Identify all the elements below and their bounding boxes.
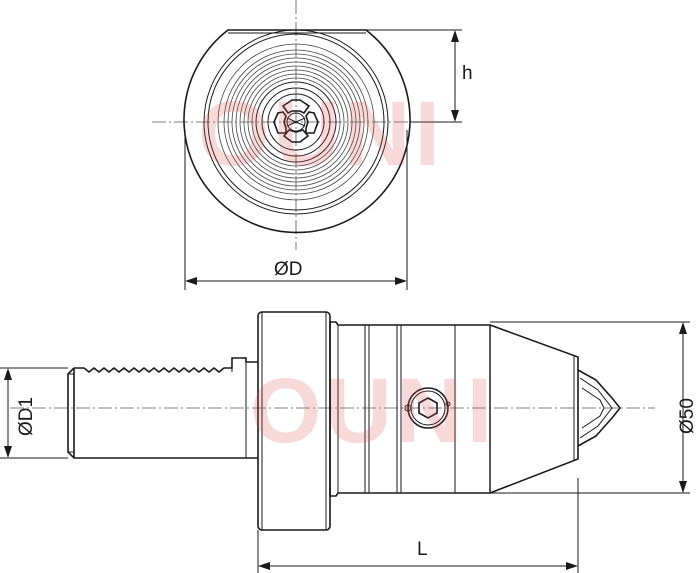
end-view-ring-1 [203,29,389,215]
cone-nose [489,324,579,494]
hex-socket-screw [404,387,451,429]
dimension-h [366,29,462,123]
watermark-top: OUNI [198,83,444,185]
end-view-ring-6 [231,57,361,187]
end-view-ring-13 [261,87,331,157]
shank [67,357,258,459]
dimension-diameter-D [184,130,408,290]
end-view-ring-7 [235,61,357,183]
dimension-diameter-D-label: ØD [274,259,303,280]
end-view-ring-3 [217,43,375,201]
end-view-ring-2 [207,33,385,211]
end-view-ring-5 [227,53,365,191]
end-view-ring-11 [251,77,341,167]
end-view-ring-8 [239,65,353,179]
dimension-diameter-D1-label: ØD1 [16,397,37,436]
dimension-diameter-D1 [0,367,68,459]
dimension-length-L [257,478,579,573]
end-view-ring-10 [247,73,345,171]
end-view: h ØD [152,0,473,290]
end-view-ring-9 [243,69,349,175]
end-view-ring-14 [267,93,325,151]
end-view-ring-4 [223,49,369,195]
watermark-bottom: OUNI [250,360,496,462]
side-view: ØD1 Ø50 L [0,311,698,573]
dimension-diameter-50 [490,321,690,494]
dimension-h-label: h [462,63,473,84]
end-view-outer-flange [183,29,411,234]
dimension-diameter-50-label: Ø50 [677,398,698,434]
dimension-length-L-label: L [417,539,428,560]
end-view-ring-12 [255,81,337,163]
end-view-chuck-jaws [273,99,319,143]
jaw-tip [577,369,622,447]
shank-serration [74,357,258,374]
